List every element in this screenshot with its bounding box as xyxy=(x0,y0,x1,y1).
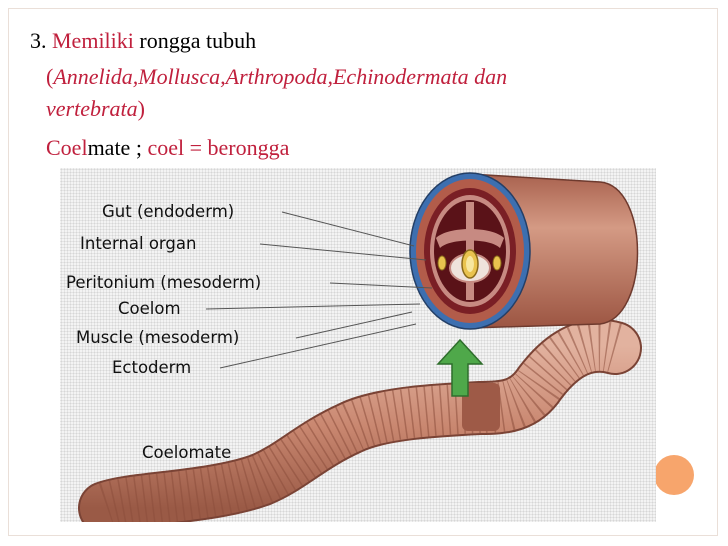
corner-decoration-dot xyxy=(654,455,694,495)
slide-frame xyxy=(8,8,718,536)
label-peritonium: Peritonium (mesoderm) xyxy=(66,273,261,292)
label-coelomate-caption: Coelomate xyxy=(142,443,231,462)
label-ectoderm: Ectoderm xyxy=(112,358,191,377)
mate-suffix: mate ; xyxy=(87,135,148,160)
heading-rest: rongga tubuh xyxy=(133,28,257,53)
coel-prefix: Coel xyxy=(46,135,88,160)
phyla-line-1: (Annelida,Mollusca,Arthropoda,Echinoderm… xyxy=(46,64,507,90)
keyword-memiliki: Memiliki xyxy=(52,28,134,53)
label-coelom: Coelom xyxy=(118,299,181,318)
clitellum xyxy=(462,383,500,431)
earthworm xyxy=(78,318,642,522)
phyla-vertebrata: vertebrata xyxy=(46,96,138,121)
paren-close: ) xyxy=(137,96,145,121)
coelomate-diagram-svg: Gut (endoderm) Internal organ Peritonium… xyxy=(66,172,642,522)
point-number: 3. xyxy=(30,28,47,53)
phyla-list: Annelida,Mollusca,Arthropoda,Echinoderma… xyxy=(53,64,508,89)
point-3-heading: 3. Memiliki rongga tubuh xyxy=(30,28,256,54)
body-cross-section xyxy=(409,172,639,330)
label-muscle: Muscle (mesoderm) xyxy=(76,328,239,347)
green-arrow-icon xyxy=(436,338,484,397)
paren-open: ( xyxy=(46,64,54,89)
coel-definition: coel = berongga xyxy=(147,135,290,160)
phyla-line-2: vertebrata) xyxy=(46,96,145,122)
leader-lines xyxy=(205,211,433,369)
coelomate-diagram: Gut (endoderm) Internal organ Peritonium… xyxy=(60,168,656,522)
label-internal-organ: Internal organ xyxy=(80,234,196,253)
coelmate-definition: Coelmate ; coel = berongga xyxy=(46,135,289,161)
label-gut: Gut (endoderm) xyxy=(102,202,234,221)
